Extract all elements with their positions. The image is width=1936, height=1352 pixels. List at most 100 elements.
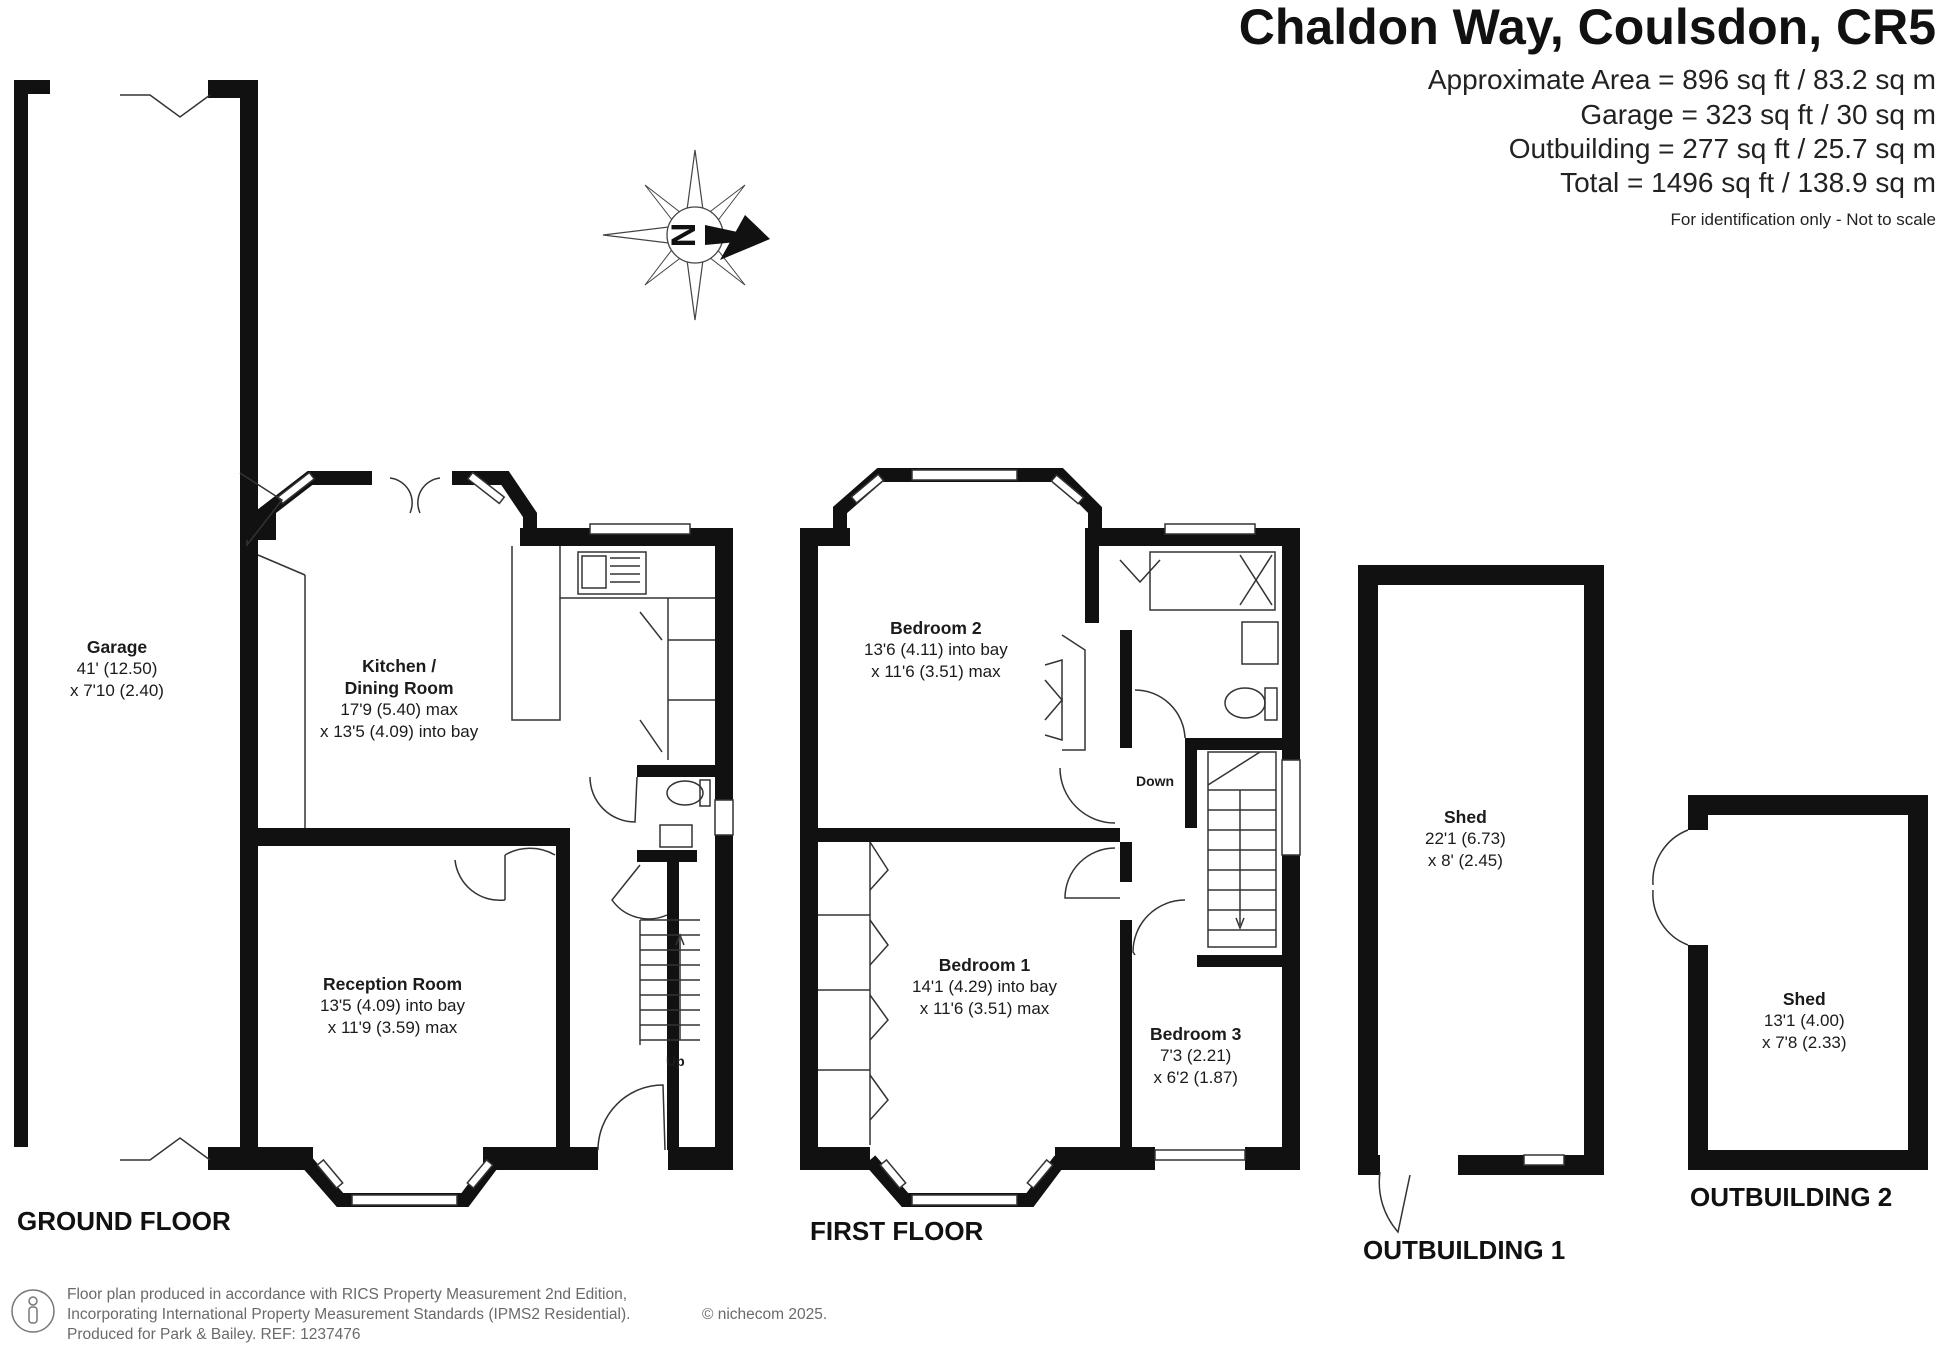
ff-partition-bath-bottom: [1185, 738, 1300, 750]
bedroom2-door: [1059, 767, 1116, 824]
stairs-down-label: Down: [1136, 773, 1175, 789]
out1-wall-right: [1584, 565, 1604, 1175]
bathroom-window: [1164, 523, 1256, 535]
room-label-bedroom-3: Bedroom 3 7'3 (2.21) x 6'2 (1.87): [1150, 1023, 1241, 1089]
out1-window: [1523, 1154, 1565, 1166]
out1-door: [1378, 1171, 1411, 1234]
gf-wall-bottom-left: [240, 1147, 313, 1170]
ff-partition-bath-lower: [1120, 630, 1132, 748]
room-name: Bedroom 2: [890, 618, 982, 638]
kitchen-bay-wall: [255, 471, 372, 538]
out1-wall-bottom-left: [1358, 1155, 1380, 1175]
room-name: Bedroom 3: [1150, 1024, 1242, 1044]
room-label-shed-1: Shed 22'1 (6.73) x 8' (2.45): [1425, 806, 1506, 872]
out2-door-lower: [1652, 889, 1689, 946]
front-door: [597, 1084, 666, 1151]
room-dimension: 7'3 (2.21): [1160, 1046, 1232, 1065]
compass-letter: N: [665, 223, 703, 248]
ff-partition-landing: [1185, 738, 1197, 828]
bedroom2-bay-window-right: [1050, 473, 1085, 505]
garage-door-top: [120, 94, 211, 118]
kitchen-bay-window-right: [466, 471, 506, 505]
french-door-right: [417, 477, 441, 514]
room-dimension: x 11'6 (3.51) max: [919, 999, 1050, 1018]
footer-line: Incorporating International Property Mea…: [67, 1306, 631, 1323]
garage-wall-right-upper: [240, 80, 258, 473]
room-dimension: x 13'5 (4.09) into bay: [320, 722, 479, 741]
ff-partition-bed2-bed1: [800, 828, 1120, 842]
out2-wall-bottom: [1688, 1150, 1928, 1170]
bedroom1-bay-window: [911, 1194, 1018, 1206]
room-dimension: 41' (12.50): [76, 659, 158, 678]
room-name: Bedroom 1: [938, 955, 1031, 975]
footer-line: Floor plan produced in accordance with R…: [67, 1286, 628, 1303]
out2-wall-left-bottom: [1688, 945, 1708, 1170]
garage-side-door: [239, 472, 284, 548]
bathroom-door: [1119, 559, 1161, 584]
french-door-left: [389, 477, 413, 514]
reception-bay-window: [351, 1194, 458, 1206]
identification-note: For identification only - Not to scale: [1670, 210, 1936, 229]
room-dimension: x 11'6 (3.51) max: [871, 662, 1001, 681]
room-dimension: 13'6 (4.11) into bay: [864, 640, 1008, 659]
room-name: Kitchen /: [362, 656, 437, 676]
room-label-kitchen: Kitchen / Dining Room 17'9 (5.40) max x …: [320, 655, 478, 743]
floor-label-outbuilding-2: OUTBUILDING 2: [1690, 1182, 1893, 1212]
bedroom3-window: [1154, 1149, 1246, 1161]
out1-wall-left: [1358, 565, 1378, 1175]
garage-door-bottom: [120, 1137, 211, 1161]
bathroom-basin-icon: [1241, 621, 1279, 665]
gf-wall-right: [715, 528, 733, 1170]
ff-wall-bottom-mid: [1055, 1147, 1155, 1170]
copyright: © nichecom 2025.: [702, 1306, 828, 1323]
room-label-garage: Garage 41' (12.50) x 7'10 (2.40): [70, 636, 164, 702]
ff-partition-bath-left: [1085, 528, 1099, 623]
footer-text: Floor plan produced in accordance with R…: [67, 1285, 630, 1345]
room-dimension: 14'1 (4.29) into bay: [912, 977, 1058, 996]
room-dimension: 13'1 (4.00): [1763, 1011, 1845, 1030]
compass-rose-icon: [602, 149, 770, 321]
out2-wall-right: [1908, 795, 1928, 1170]
wc-door: [589, 776, 638, 823]
gf-wall-bottom-mid: [483, 1147, 598, 1170]
room-label-bedroom-1: Bedroom 1 14'1 (4.29) into bay x 11'6 (3…: [912, 954, 1057, 1020]
kitchen-island: [511, 546, 561, 721]
out2-wall-top: [1688, 795, 1928, 815]
landing-curve: [1134, 689, 1186, 739]
area-garage: Garage = 323 sq ft / 30 sq m: [1580, 99, 1936, 130]
toilet-icon: [666, 780, 704, 806]
gf-partition-horizontal: [240, 828, 566, 846]
ff-wall-bottom-right: [1245, 1147, 1300, 1170]
room-name: Shed: [1782, 989, 1826, 1009]
reception-bay-window-right: [466, 1158, 494, 1190]
bedroom2-bay-window-left: [850, 473, 885, 505]
gf-partition-reception-right: [556, 828, 570, 1168]
basin-icon: [659, 824, 693, 848]
out2-wall-left-top: [1688, 795, 1708, 830]
room-dimension: x 11'9 (3.59) max: [327, 1018, 458, 1037]
page-title: Chaldon Way, Coulsdon, CR5: [1238, 0, 1936, 55]
footer-line: Produced for Park & Bailey. REF: 1237476: [67, 1326, 361, 1343]
room-label-bedroom-2: Bedroom 2 13'6 (4.11) into bay x 11'6 (3…: [864, 617, 1008, 683]
area-outbuilding: Outbuilding = 277 sq ft / 25.7 sq m: [1508, 133, 1936, 164]
out1-wall-top: [1358, 565, 1604, 585]
kitchen-bay-window-left: [276, 471, 316, 505]
gf-partition-stairs-box: [667, 860, 679, 1150]
room-name: Dining Room: [344, 678, 454, 698]
kitchen-worktop: [559, 546, 715, 599]
reception-bay-window-left: [316, 1158, 344, 1190]
bathroom-toilet-icon: [1224, 687, 1266, 719]
room-dimension: 13'5 (4.09) into bay: [320, 996, 466, 1015]
ff-partition-bed3-top: [1197, 955, 1300, 967]
floor-label-first: FIRST FLOOR: [810, 1216, 984, 1246]
gf-wall-bottom-right: [668, 1147, 733, 1170]
bath-icon: [1149, 551, 1276, 611]
reception-door: [504, 847, 556, 900]
kitchen-window: [589, 523, 691, 535]
room-dimension: 17'9 (5.40) max: [340, 700, 458, 719]
out2-door-upper: [1652, 829, 1689, 886]
landing-window: [1281, 759, 1301, 856]
bedroom2-wardrobe: [1061, 634, 1086, 751]
ff-wall-bottom-left: [800, 1147, 870, 1170]
